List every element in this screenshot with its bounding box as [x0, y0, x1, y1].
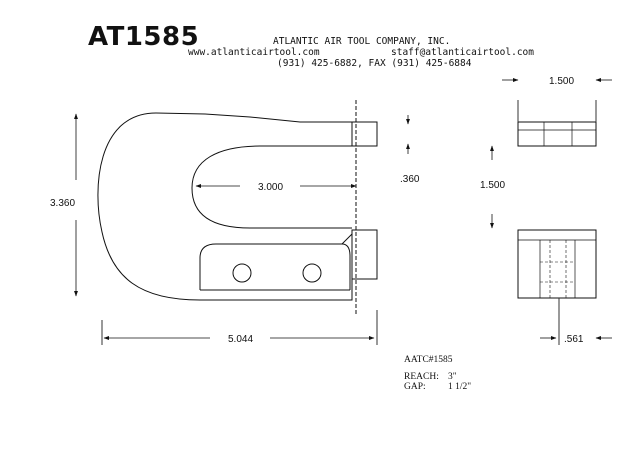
dim-slot-offset: .561	[564, 334, 584, 345]
lower-jaw	[351, 229, 378, 280]
spec-gap-label: GAP:	[404, 382, 426, 392]
dim-overall-length: 5.044	[228, 334, 253, 345]
pin-hole-right	[302, 263, 322, 283]
hook-upper-arm	[155, 112, 352, 123]
part-number-title: AT1585	[88, 22, 200, 52]
pin-hole-left	[232, 263, 252, 283]
side-view-dimensions	[74, 113, 410, 340]
spec-gap-value: 1 1/2"	[448, 382, 472, 392]
hook-end-view	[517, 100, 597, 345]
hook-side-view	[97, 100, 378, 345]
company-phone-fax: (931) 425-6882, FAX (931) 425-6884	[277, 58, 472, 69]
dim-opening-depth: 3.000	[258, 182, 283, 193]
lower-jaw-plate	[199, 243, 351, 290]
company-website: www.atlanticairtool.com	[188, 47, 320, 58]
end-bottom-block	[517, 229, 597, 299]
dim-body-height: 1.500	[480, 180, 505, 191]
spec-code: AATC#1585	[404, 355, 453, 365]
company-email: staff@atlanticairtool.com	[391, 47, 534, 58]
spec-reach-label: REACH:	[404, 372, 439, 382]
end-view-dimensions	[490, 78, 612, 340]
hook-inner-opening	[191, 145, 352, 229]
spec-reach-value: 3"	[448, 372, 457, 382]
end-top-block	[517, 121, 597, 147]
dim-tip-thickness: .360	[400, 174, 420, 185]
company-name: ATLANTIC AIR TOOL COMPANY, INC.	[273, 36, 451, 47]
dim-overall-height: 3.360	[50, 198, 75, 209]
upper-tip	[351, 121, 378, 147]
hook-outline	[97, 112, 353, 301]
dim-body-width: 1.500	[549, 76, 574, 87]
